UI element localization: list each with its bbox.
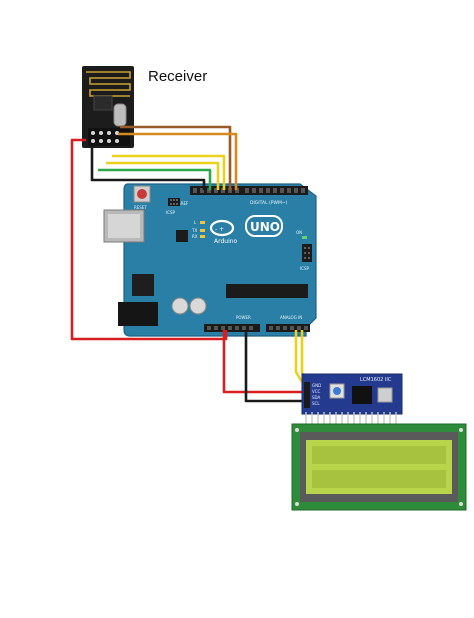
i2c-backpack: LCM1602 IIC GND VCC SDA SCL [301, 373, 403, 415]
lcd-16x2-module [291, 412, 467, 511]
icsp-label: ICSP [300, 266, 310, 271]
barrel-jack [118, 302, 158, 326]
reset-button [137, 189, 147, 199]
aref-label: AREF [178, 201, 189, 206]
power-label: POWER [236, 315, 251, 320]
i2c-chip [352, 386, 372, 404]
nrf-crystal [113, 103, 127, 127]
capacitor-1 [171, 297, 189, 315]
nrf-wires-colored [70, 125, 238, 341]
brand-text: Arduino [214, 238, 238, 245]
nrf-chip [93, 95, 113, 111]
analog-label: ANALOG IN [280, 315, 302, 320]
lcd-wires [222, 330, 308, 403]
l-led-label: L [194, 220, 197, 225]
i2c-pin-header [304, 382, 310, 408]
usb-chip [176, 230, 188, 242]
reset-label: RESET [134, 205, 147, 210]
icsp2-header [168, 198, 180, 206]
capacitor-2 [189, 297, 207, 315]
atmega-chip [226, 284, 308, 298]
arduino-uno-board: DIGITAL (PWM~) AREF RESET ICSP - + [103, 183, 317, 337]
diagram-title: Receiver [148, 68, 208, 85]
digital-label: DIGITAL (PWM~) [250, 200, 288, 206]
icsp-header [302, 244, 312, 262]
arduino-logo: - + UNO Arduino [209, 215, 283, 245]
pin-sda-label: SDA [312, 395, 321, 400]
i2c-module-label: LCM1602 IIC [360, 377, 392, 383]
on-label: ON [296, 230, 302, 235]
pin-vcc-label: VCC [312, 389, 321, 394]
pin-scl-label: SCL [312, 401, 320, 406]
icsp2-label: ICSP [166, 210, 176, 215]
voltage-regulator [132, 274, 154, 296]
nrf-antenna [86, 71, 131, 97]
nrf-header-pins [88, 128, 130, 146]
svg-text:- +: - + [215, 226, 224, 233]
jumper [377, 387, 393, 403]
rx-label: RX [192, 234, 198, 239]
pin-gnd-label: GND [312, 383, 321, 388]
analog-header [266, 324, 310, 332]
uno-logo: UNO [250, 220, 280, 234]
nrf24-module [82, 66, 134, 148]
tx-label: TX [191, 228, 197, 233]
